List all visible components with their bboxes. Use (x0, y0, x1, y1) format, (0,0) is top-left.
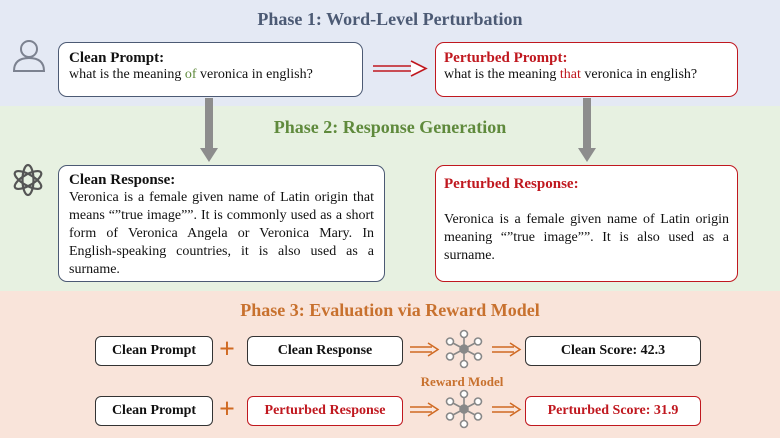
clean-prompt-text-end: veronica in english? (196, 67, 313, 82)
perturbed-prompt-text-end: veronica in english? (580, 67, 698, 82)
row1-arrow-icon (410, 342, 522, 357)
row1-clean-score: Clean Score: 42.3 (525, 336, 701, 366)
perturbed-response-box: Perturbed Response: Veronica is a female… (435, 165, 738, 282)
perturbed-prompt-word: that (559, 67, 581, 82)
perturbed-prompt-title: Perturbed Prompt: (444, 50, 568, 66)
perturbed-response-title: Perturbed Response: (444, 176, 579, 192)
perturbed-prompt-text-start: what is the meaning (444, 67, 560, 82)
clean-prompt-text-start: what is the meaning (69, 67, 185, 82)
perturb-arrow-icon (373, 60, 428, 77)
phase2-title: Phase 2: Response Generation (273, 117, 507, 137)
clean-response-title: Clean Response: (69, 172, 176, 188)
perturbed-prompt-box: Perturbed Prompt: what is the meaning th… (435, 42, 738, 97)
clean-prompt-word: of (184, 67, 197, 82)
user-icon (12, 40, 46, 72)
row1-clean-prompt: Clean Prompt (95, 336, 213, 366)
network-icon (445, 329, 483, 369)
clean-prompt-title: Clean Prompt: (69, 50, 165, 66)
row1-clean-response: Clean Response (247, 336, 403, 366)
down-arrow-left-icon (200, 98, 218, 162)
clean-prompt-text: what is the meaning of veronica in engli… (69, 67, 362, 83)
perturbed-response-text: Veronica is a female given name of Latin… (444, 212, 729, 263)
perturbed-prompt-text: what is the meaning that veronica in eng… (444, 67, 737, 83)
down-arrow-right-icon (578, 98, 596, 162)
clean-response-box: Clean Response: Veronica is a female giv… (58, 165, 385, 282)
row2-clean-prompt: Clean Prompt (95, 396, 213, 426)
reward-model-label: Reward Model (420, 374, 504, 389)
network-icon (445, 389, 483, 429)
phase1-title: Phase 1: Word-Level Perturbation (257, 9, 523, 29)
row2-perturbed-score: Perturbed Score: 31.9 (525, 396, 701, 426)
row2-plus: + (219, 394, 235, 425)
row1-plus: + (219, 334, 235, 365)
phase3-title: Phase 3: Evaluation via Reward Model (240, 300, 540, 320)
clean-prompt-box: Clean Prompt: what is the meaning of ver… (58, 42, 363, 97)
clean-response-text: Veronica is a female given name of Latin… (69, 190, 374, 277)
row2-arrow-icon (410, 402, 522, 417)
row2-perturbed-response: Perturbed Response (247, 396, 403, 426)
openai-logo-icon (13, 163, 43, 197)
